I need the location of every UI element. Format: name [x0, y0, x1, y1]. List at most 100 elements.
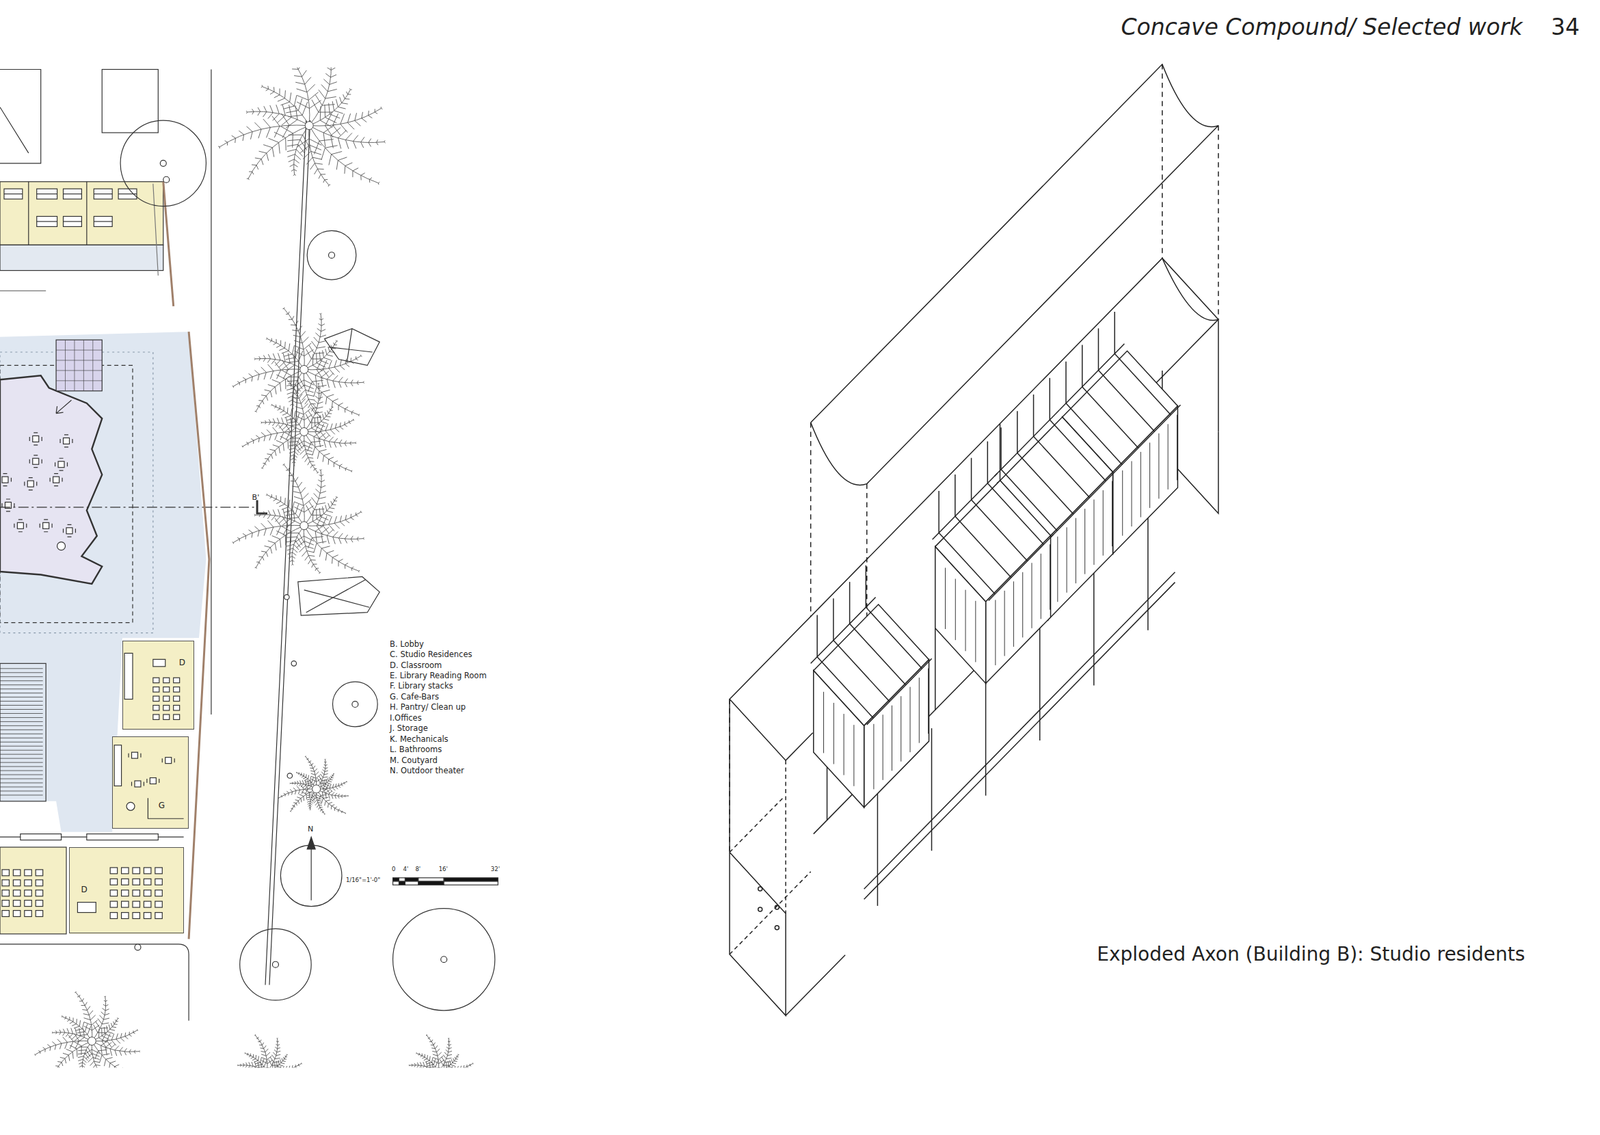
palm-frond	[262, 86, 310, 126]
palm-leaflet	[361, 172, 366, 181]
palm-leaflet	[332, 113, 341, 136]
step-line	[0, 778, 44, 780]
palm-leaflet	[323, 79, 337, 85]
palm-leaflet	[324, 412, 331, 418]
palm-leaflet	[334, 438, 338, 448]
palm-leaflet	[252, 108, 255, 115]
palm-leaflet	[250, 438, 254, 444]
palm-leaflet	[323, 124, 336, 148]
palm-leaflet	[115, 1019, 119, 1022]
table-symbol	[53, 476, 60, 483]
palm-leaflet	[314, 168, 325, 175]
louver	[1102, 490, 1104, 556]
palm-tree	[278, 756, 349, 816]
roof-slat	[1017, 452, 1074, 515]
palm-leaflet	[325, 394, 334, 405]
palm-leaflet	[307, 760, 311, 763]
louver	[1075, 518, 1077, 584]
palm-leaflet	[322, 769, 329, 772]
palm-leaflet	[328, 436, 334, 448]
seat	[121, 912, 129, 919]
palm-leaflet	[263, 144, 275, 158]
palm-leaflet	[289, 1065, 292, 1069]
palm-leaflet	[467, 1064, 470, 1068]
palm-leaflet	[276, 1037, 279, 1040]
palm-leaflet	[287, 154, 301, 160]
palm-frond	[309, 89, 351, 126]
palm-leaflet	[113, 1021, 118, 1025]
palm-leaflet	[248, 1053, 251, 1058]
palm-leaflet	[317, 449, 327, 459]
roof-slat	[865, 607, 922, 669]
step-line	[0, 717, 44, 718]
palm-frond	[267, 1055, 288, 1069]
rafter	[1016, 410, 1018, 453]
palm-leaflet	[274, 404, 277, 409]
window-symbol	[36, 188, 58, 199]
palm-leaflet	[265, 337, 267, 340]
seat	[132, 912, 140, 919]
step-line	[0, 762, 44, 764]
shrub-marker	[298, 576, 380, 616]
louver	[1057, 536, 1058, 603]
palm-leaflet	[278, 425, 285, 441]
shrub-marker	[304, 579, 370, 613]
lower-shell	[729, 871, 811, 955]
palm-frond	[52, 1032, 92, 1042]
palm-leaflet	[254, 514, 256, 517]
desk	[153, 659, 166, 666]
palm-leaflet	[268, 384, 277, 394]
palm-leaflet	[288, 315, 295, 320]
palm-leaflet	[287, 552, 297, 556]
chair-symbol	[128, 753, 141, 758]
palm-leaflet	[374, 108, 378, 114]
post	[1039, 618, 1040, 741]
palm-leaflet	[315, 395, 323, 399]
palm-leaflet	[311, 774, 320, 779]
palm-frond	[283, 308, 305, 370]
window-symbol	[63, 188, 83, 199]
palm-leaflet	[261, 1052, 271, 1056]
palm-leaflet	[289, 810, 291, 813]
palm-leaflet	[332, 398, 339, 408]
palm-leaflet	[71, 1018, 77, 1026]
palm-leaflet	[337, 130, 346, 150]
paving-grid	[56, 339, 102, 392]
palm-leaflet	[354, 112, 362, 126]
palm-leaflet	[295, 77, 312, 85]
palm-leaflet	[320, 105, 333, 128]
section-mark: B'	[252, 493, 260, 503]
palm-leaflet	[247, 1061, 250, 1068]
palm-leaflet	[291, 326, 302, 331]
palm-leaflet	[358, 414, 360, 417]
palm-leaflet	[319, 389, 330, 401]
palm-leaflet	[355, 512, 358, 517]
palm-leaflet	[307, 799, 314, 803]
palm-leaflet	[265, 493, 267, 496]
palm-leaflet	[347, 113, 355, 130]
exploded-axon	[729, 64, 1219, 1016]
palm-leaflet	[274, 1046, 280, 1049]
louver	[1004, 590, 1006, 657]
rafter	[832, 598, 834, 640]
palm-frond	[303, 369, 320, 417]
palm-leaflet	[343, 94, 351, 100]
palm-leaflet	[270, 86, 275, 95]
palm-frond	[248, 125, 310, 180]
louver	[882, 714, 884, 781]
louver	[843, 713, 845, 776]
louver	[833, 702, 835, 765]
palm-leaflet	[244, 1052, 246, 1054]
palm-leaflet	[447, 1041, 451, 1043]
palm-leaflet	[308, 410, 322, 419]
palm-leaflet	[68, 1035, 74, 1049]
palm-leaflet	[120, 1033, 124, 1042]
palm-leaflet	[330, 804, 335, 810]
palm-leaflet	[324, 761, 327, 763]
palm-leaflet	[316, 391, 323, 394]
palm-tree	[242, 378, 357, 474]
palm-leaflet	[326, 784, 330, 794]
palm-leaflet	[99, 1053, 111, 1063]
palm-leaflet	[317, 328, 326, 331]
palm-leaflet	[325, 550, 334, 560]
